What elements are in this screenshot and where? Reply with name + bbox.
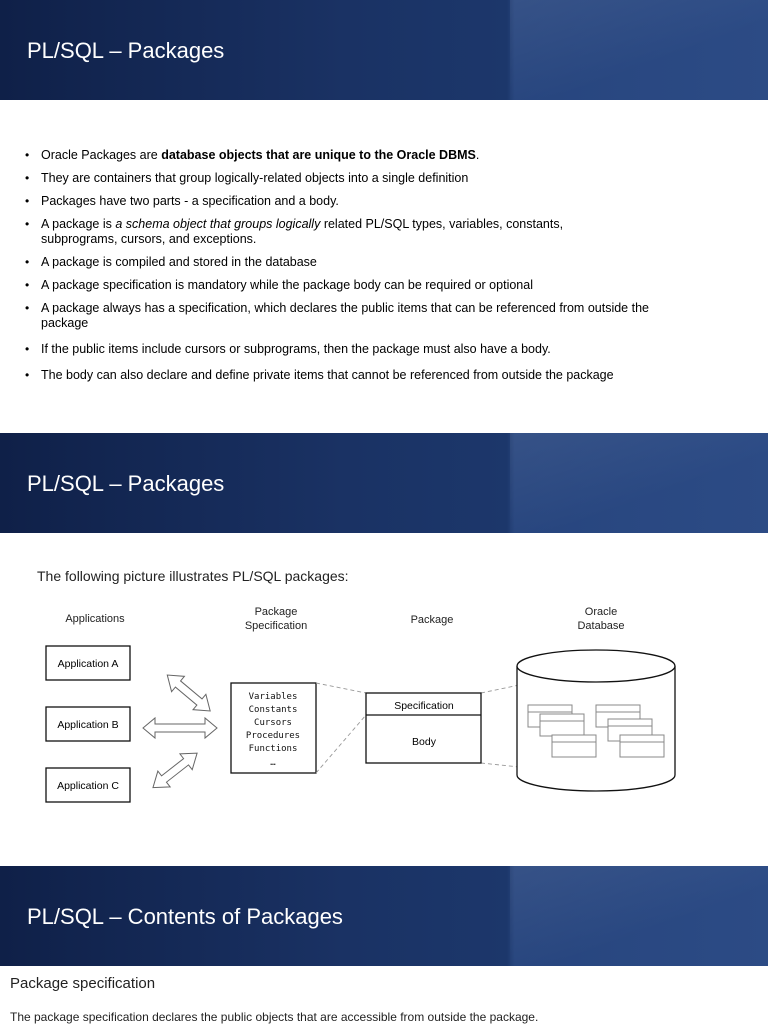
spec-item: … <box>270 758 276 768</box>
slide1-bullet-list: Oracle Packages are database objects tha… <box>25 148 685 391</box>
application-c-label: Application C <box>57 780 119 792</box>
spec-items-box <box>230 682 317 774</box>
package-box <box>365 692 482 764</box>
application-a-label: Application A <box>58 658 119 670</box>
col-db-label-2: Database <box>577 620 624 632</box>
arrow-a-icon <box>166 674 211 712</box>
col-spec-label-2: Specification <box>245 620 307 632</box>
col-package-label: Package <box>411 614 454 626</box>
application-a-box <box>45 645 131 681</box>
bullet-item: If the public items include cursors or s… <box>25 342 685 357</box>
spec-item: Variables <box>249 692 298 702</box>
slide2-title: PL/SQL – Packages <box>27 471 225 496</box>
slide3-title: PL/SQL – Contents of Packages <box>27 904 343 929</box>
spec-item: Cursors <box>254 718 292 728</box>
package-specification-heading: Package specification <box>10 975 156 992</box>
oracle-database-icon <box>516 649 676 792</box>
arrow-c-icon <box>152 752 198 789</box>
slide3-title-banner: PL/SQL – Contents of Packages <box>0 866 768 966</box>
package-specification-text: The package specification declares the p… <box>10 1010 539 1024</box>
application-c-box <box>45 767 131 803</box>
slide2-title-banner: PL/SQL – Packages <box>0 433 768 533</box>
bullet-item: They are containers that group logically… <box>25 171 685 186</box>
bullet-item: The body can also declare and define pri… <box>25 368 685 383</box>
spec-item: Procedures <box>246 731 300 741</box>
bullet-item: A package is compiled and stored in the … <box>25 255 685 270</box>
application-b-box <box>45 706 131 742</box>
bullet-item: Packages have two parts - a specificatio… <box>25 194 685 209</box>
slide1-title: PL/SQL – Packages <box>27 38 225 63</box>
package-spec-label: Specification <box>394 700 454 712</box>
diagram-intro-text: The following picture illustrates PL/SQL… <box>37 568 349 584</box>
col-db-label-1: Oracle <box>585 606 617 618</box>
spec-item: Functions <box>249 744 298 754</box>
col-applications-label: Applications <box>65 613 125 625</box>
bullet-item: Oracle Packages are database objects tha… <box>25 148 685 163</box>
bullet-item: A package is a schema object that groups… <box>25 217 611 247</box>
slide1-title-banner: PL/SQL – Packages <box>0 0 768 100</box>
stored-packages-icon <box>527 704 665 758</box>
bullet-item: A package always has a specification, wh… <box>25 301 685 331</box>
plsql-package-diagram: Applications Package Specification Packa… <box>45 606 676 803</box>
spec-item: Constants <box>249 705 298 715</box>
package-body-label: Body <box>412 736 437 748</box>
bullet-item: A package specification is mandatory whi… <box>25 278 685 293</box>
col-spec-label-1: Package <box>255 606 298 618</box>
arrow-b-icon <box>142 716 218 740</box>
application-b-label: Application B <box>57 719 118 731</box>
